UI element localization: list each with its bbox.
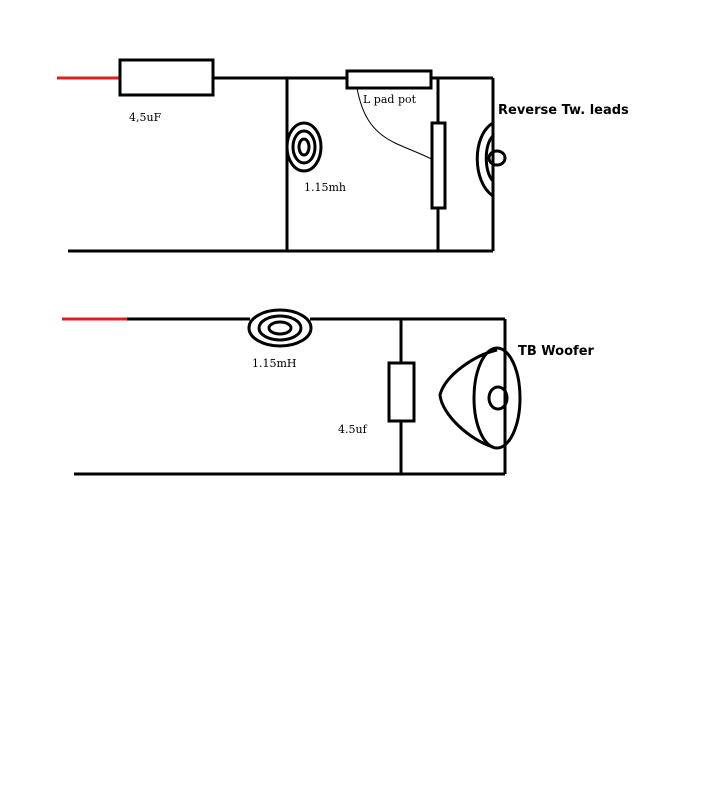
woofer-inductor-label: 1.15mH [252,357,297,370]
tweeter-capacitor [118,58,215,97]
tweeter-pot-vertical [430,121,447,210]
tweeter-pot-horizontal [345,69,433,90]
tweeter-pot-wiper [356,87,434,161]
woofer-circuit: 1.15mH 4.5uf TB Woofer [62,308,595,476]
tweeter-inductor-coil-icon [285,121,323,173]
tweeter-inductor-label: 1.15mh [304,181,346,194]
tweeter-circuit: 4,5uF 1.15mh L pad pot Reverse Tw. leads [57,58,629,253]
woofer-speaker-icon [438,346,522,450]
tweeter-capacitor-label: 4,5uF [129,111,162,124]
woofer-capacitor [387,361,416,423]
woofer-capacitor-label: 4.5uf [338,423,368,436]
woofer-speaker-label: TB Woofer [518,344,595,359]
woofer-inductor-coil-icon [247,308,313,348]
tweeter-speaker-label: Reverse Tw. leads [498,103,629,118]
tweeter-speaker-icon [475,121,507,198]
tweeter-pot-label: L pad pot [363,93,417,106]
